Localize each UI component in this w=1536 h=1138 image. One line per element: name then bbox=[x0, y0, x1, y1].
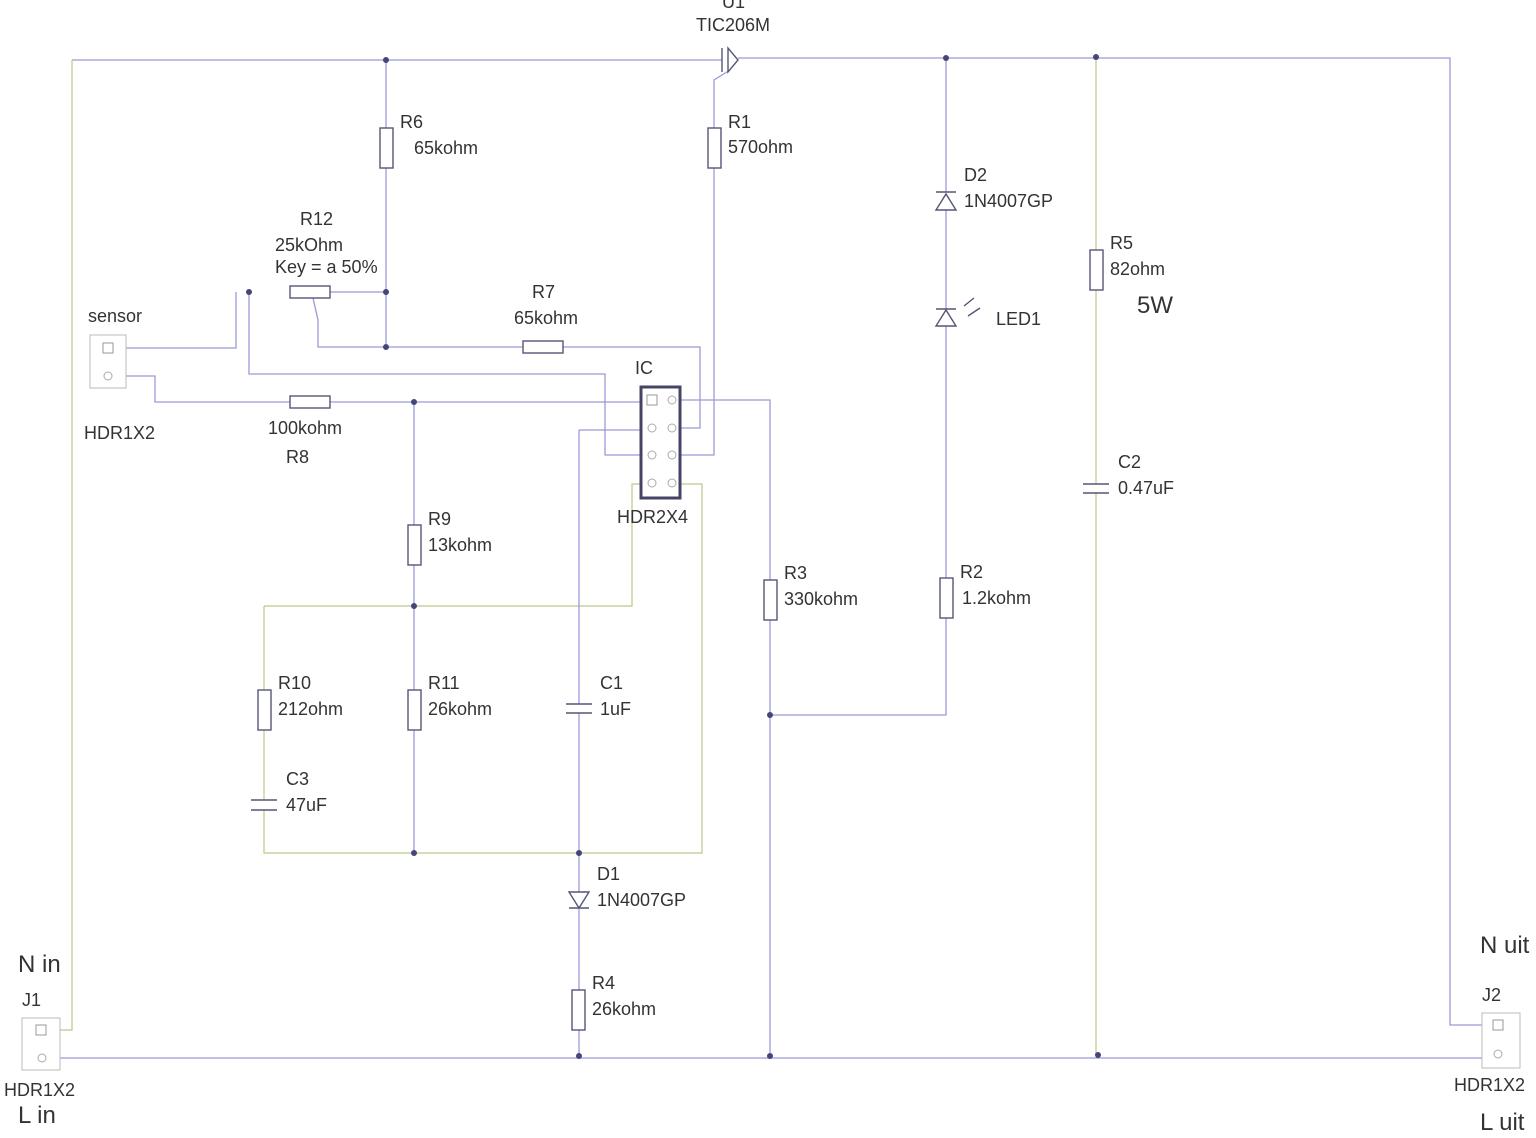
diode-d2[interactable]: D2 1N4007GP bbox=[934, 165, 1053, 211]
r5-power-note: 5W bbox=[1137, 292, 1173, 319]
r6-value: 65kohm bbox=[414, 138, 478, 158]
j2-label-top: N uit bbox=[1480, 932, 1530, 959]
j2-value: HDR1X2 bbox=[1454, 1075, 1525, 1095]
r6-ref: R6 bbox=[400, 112, 423, 132]
r5-value: 82ohm bbox=[1110, 259, 1165, 279]
r4-value: 26kohm bbox=[592, 999, 656, 1019]
r9-ref: R9 bbox=[428, 509, 451, 529]
j1-value: HDR1X2 bbox=[4, 1080, 75, 1100]
connector-sensor[interactable]: sensor HDR1X2 bbox=[84, 306, 155, 443]
r10-value: 212ohm bbox=[278, 699, 343, 719]
r12-key: Key = a 50% bbox=[275, 257, 378, 277]
junctions bbox=[246, 54, 1101, 1059]
j2-label-bottom: L uit bbox=[1480, 1109, 1525, 1136]
j2-ref: J2 bbox=[1482, 985, 1501, 1005]
r1-ref: R1 bbox=[728, 112, 751, 132]
resistor-r6[interactable]: R6 65kohm bbox=[379, 112, 478, 169]
r12-ref: R12 bbox=[300, 209, 333, 229]
r11-ref: R11 bbox=[428, 673, 460, 693]
d1-ref: D1 bbox=[597, 864, 620, 884]
r8-ref: R8 bbox=[286, 447, 309, 467]
r1-value: 570ohm bbox=[728, 137, 793, 157]
r8-value: 100kohm bbox=[268, 418, 342, 438]
sensor-ref: sensor bbox=[88, 306, 142, 326]
u1-ref: U1 bbox=[722, 0, 745, 12]
resistor-r9[interactable]: R9 13kohm bbox=[407, 509, 492, 566]
c3-value: 47uF bbox=[286, 795, 327, 815]
r2-ref: R2 bbox=[960, 562, 983, 582]
d2-value: 1N4007GP bbox=[964, 191, 1053, 211]
r7-value: 65kohm bbox=[514, 308, 578, 328]
sensor-value: HDR1X2 bbox=[84, 423, 155, 443]
c2-ref: C2 bbox=[1118, 452, 1141, 472]
resistor-r1[interactable]: R1 570ohm bbox=[707, 112, 793, 169]
connector-j2[interactable]: N uit J2 HDR1X2 L uit bbox=[1454, 932, 1530, 1136]
resistor-r4[interactable]: R4 26kohm bbox=[571, 973, 656, 1031]
connector-j1[interactable]: N in J1 HDR1X2 L in bbox=[4, 951, 75, 1129]
capacitor-c3[interactable]: C3 47uF bbox=[251, 769, 327, 815]
d2-ref: D2 bbox=[964, 165, 987, 185]
j1-label-top: N in bbox=[18, 951, 61, 978]
led-led1[interactable]: LED1 bbox=[934, 297, 1041, 329]
resistor-r5[interactable]: R5 82ohm 5W bbox=[1089, 233, 1173, 319]
j1-ref: J1 bbox=[22, 990, 41, 1010]
resistor-r10[interactable]: R10 212ohm bbox=[257, 673, 343, 731]
resistor-r8[interactable]: 100kohm R8 bbox=[268, 395, 342, 467]
c2-value: 0.47uF bbox=[1118, 478, 1174, 498]
led1-ref: LED1 bbox=[996, 309, 1041, 329]
r12-value: 25kOhm bbox=[275, 235, 343, 255]
capacitor-c2[interactable]: C2 0.47uF bbox=[1083, 452, 1174, 498]
resistor-r3[interactable]: R3 330kohm bbox=[763, 563, 858, 621]
r11-value: 26kohm bbox=[428, 699, 492, 719]
r7-ref: R7 bbox=[532, 282, 555, 302]
wires bbox=[42, 57, 1500, 1059]
ic-header-hdr2x4[interactable]: IC HDR2X4 bbox=[617, 358, 688, 527]
potentiometer-r12[interactable]: R12 25kOhm Key = a 50% bbox=[275, 209, 378, 299]
c1-ref: C1 bbox=[600, 673, 623, 693]
j1-label-bottom: L in bbox=[18, 1102, 56, 1129]
resistor-r7[interactable]: R7 65kohm bbox=[514, 282, 578, 354]
r2-value: 1.2kohm bbox=[962, 588, 1031, 608]
r3-value: 330kohm bbox=[784, 589, 858, 609]
ic-value: HDR2X4 bbox=[617, 507, 688, 527]
resistor-r2[interactable]: R2 1.2kohm bbox=[939, 562, 1031, 619]
r9-value: 13kohm bbox=[428, 535, 492, 555]
r3-ref: R3 bbox=[784, 563, 807, 583]
r10-ref: R10 bbox=[278, 673, 311, 693]
diode-d1[interactable]: D1 1N4007GP bbox=[567, 864, 686, 910]
c1-value: 1uF bbox=[600, 699, 631, 719]
ic-ref: IC bbox=[635, 358, 653, 378]
c3-ref: C3 bbox=[286, 769, 309, 789]
d1-value: 1N4007GP bbox=[597, 890, 686, 910]
resistor-r11[interactable]: R11 26kohm bbox=[407, 673, 492, 731]
u1-value: TIC206M bbox=[696, 15, 770, 35]
r4-ref: R4 bbox=[592, 973, 615, 993]
capacitor-c1[interactable]: C1 1uF bbox=[566, 673, 631, 719]
thyristor-u1[interactable]: U1 TIC206M bbox=[696, 0, 770, 74]
r5-ref: R5 bbox=[1110, 233, 1133, 253]
